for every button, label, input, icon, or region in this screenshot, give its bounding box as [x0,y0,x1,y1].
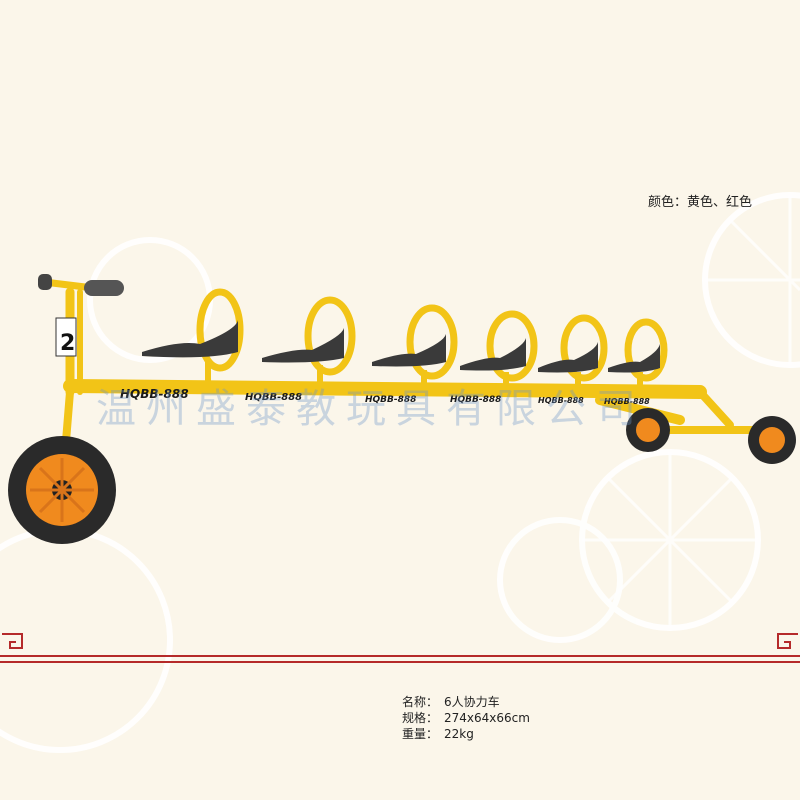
orange-slice-icon [0,527,173,753]
decorative-border [0,633,800,663]
color-label: 颜色： [648,195,688,210]
spec-key: 重量： [402,727,439,741]
spec-list: 名称： 6人协力车 规格： 274x64x66cm 重量： 22kg [402,694,530,742]
seat [460,310,538,394]
spec-key: 名称： [402,695,439,709]
color-value: 黄色、红色 [687,195,753,210]
model-label: HQBB-888 [245,392,302,403]
company-watermark: 温州盛泰教玩具有限公司 [96,386,646,432]
number-plate-digit: 2 [60,331,75,356]
seat [538,314,608,396]
spec-row-weight: 重量： 22kg [402,726,530,742]
color-info: 颜色：黄色、红色 [648,191,752,210]
model-label: HQBB-888 [538,396,584,405]
seat [372,304,458,392]
spec-row-name: 名称： 6人协力车 [402,694,530,710]
orange-slice-icon [87,237,213,363]
seat [262,296,356,390]
model-label: HQBB-888 [604,397,650,406]
model-label: HQBB-888 [120,387,189,401]
front-wheel [8,436,116,544]
seats [142,288,668,396]
model-label: HQBB-888 [365,395,416,405]
seat [142,288,244,386]
spec-value: 274x64x66cm [444,711,530,725]
spec-key: 规格： [402,711,439,725]
rear-wheel [748,416,796,464]
spec-value: 22kg [444,727,474,741]
orange-slice-decorations [0,192,800,753]
spec-row-size: 规格： 274x64x66cm [402,710,530,726]
rear-wheel [626,408,670,452]
spec-value: 6人协力车 [444,695,500,709]
handlebar [38,274,124,296]
number-plate [55,317,77,357]
model-label: HQBB-888 [450,395,501,405]
handle-grip [84,280,124,296]
orange-slice-icon [497,517,623,643]
handle-grip [38,274,52,290]
seat [608,318,668,396]
